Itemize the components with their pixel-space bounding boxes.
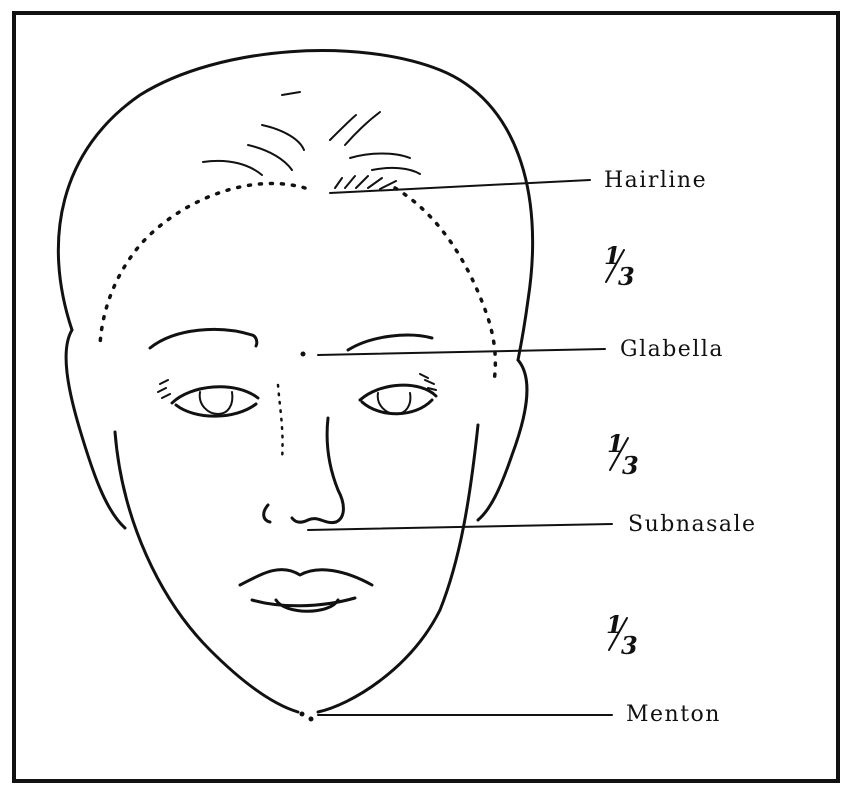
right-ear	[478, 360, 527, 520]
hair-strand-4	[203, 161, 262, 175]
hair-strand-3	[248, 145, 292, 170]
fraction-lower-denominator: 3	[621, 631, 638, 660]
hair-strand-2	[262, 125, 304, 150]
label-glabella: Glabella	[620, 337, 724, 362]
menton-point-2	[309, 717, 314, 722]
hair-strand-7	[350, 154, 410, 159]
fraction-upper-denominator: 3	[618, 262, 635, 291]
left-iris	[200, 392, 233, 414]
hair-strand-1	[282, 92, 300, 95]
right-eye-upper	[360, 385, 436, 400]
third-upper-fraction: 1 3	[604, 241, 635, 291]
third-middle-fraction: 1 3	[607, 429, 639, 480]
hair-strand-5	[345, 112, 380, 145]
leader-lines	[308, 180, 612, 715]
label-subnasale: Subnasale	[628, 512, 757, 537]
label-menton: Menton	[626, 702, 721, 727]
nose-bridge-dotted	[278, 385, 283, 460]
nose-tip	[292, 518, 336, 523]
hairline-hatch	[335, 176, 396, 189]
right-eye-lower	[362, 400, 432, 414]
glabella-point	[301, 352, 306, 357]
menton-point	[300, 712, 305, 717]
label-hairline: Hairline	[604, 168, 707, 193]
hair-strand-8	[372, 168, 420, 174]
fraction-middle-denominator: 3	[622, 451, 639, 480]
nose-left-nostril	[264, 505, 270, 522]
right-eyebrow	[348, 335, 432, 350]
jaw-outline-right	[318, 425, 478, 712]
left-ear	[66, 330, 125, 528]
glabella-leader	[318, 349, 605, 355]
face-illustration	[58, 51, 532, 722]
hairline-dotted-left	[100, 183, 305, 345]
third-lower-fraction: 1 3	[606, 610, 638, 660]
lip-line	[252, 598, 355, 606]
subnasale-leader	[308, 524, 612, 530]
head-outline	[58, 51, 532, 360]
left-eye-lash	[158, 380, 170, 398]
left-eye-upper	[172, 387, 258, 403]
nose-right-side	[327, 418, 343, 522]
upper-lip	[240, 570, 372, 585]
frame-border	[14, 13, 838, 781]
left-eyebrow	[150, 329, 257, 348]
